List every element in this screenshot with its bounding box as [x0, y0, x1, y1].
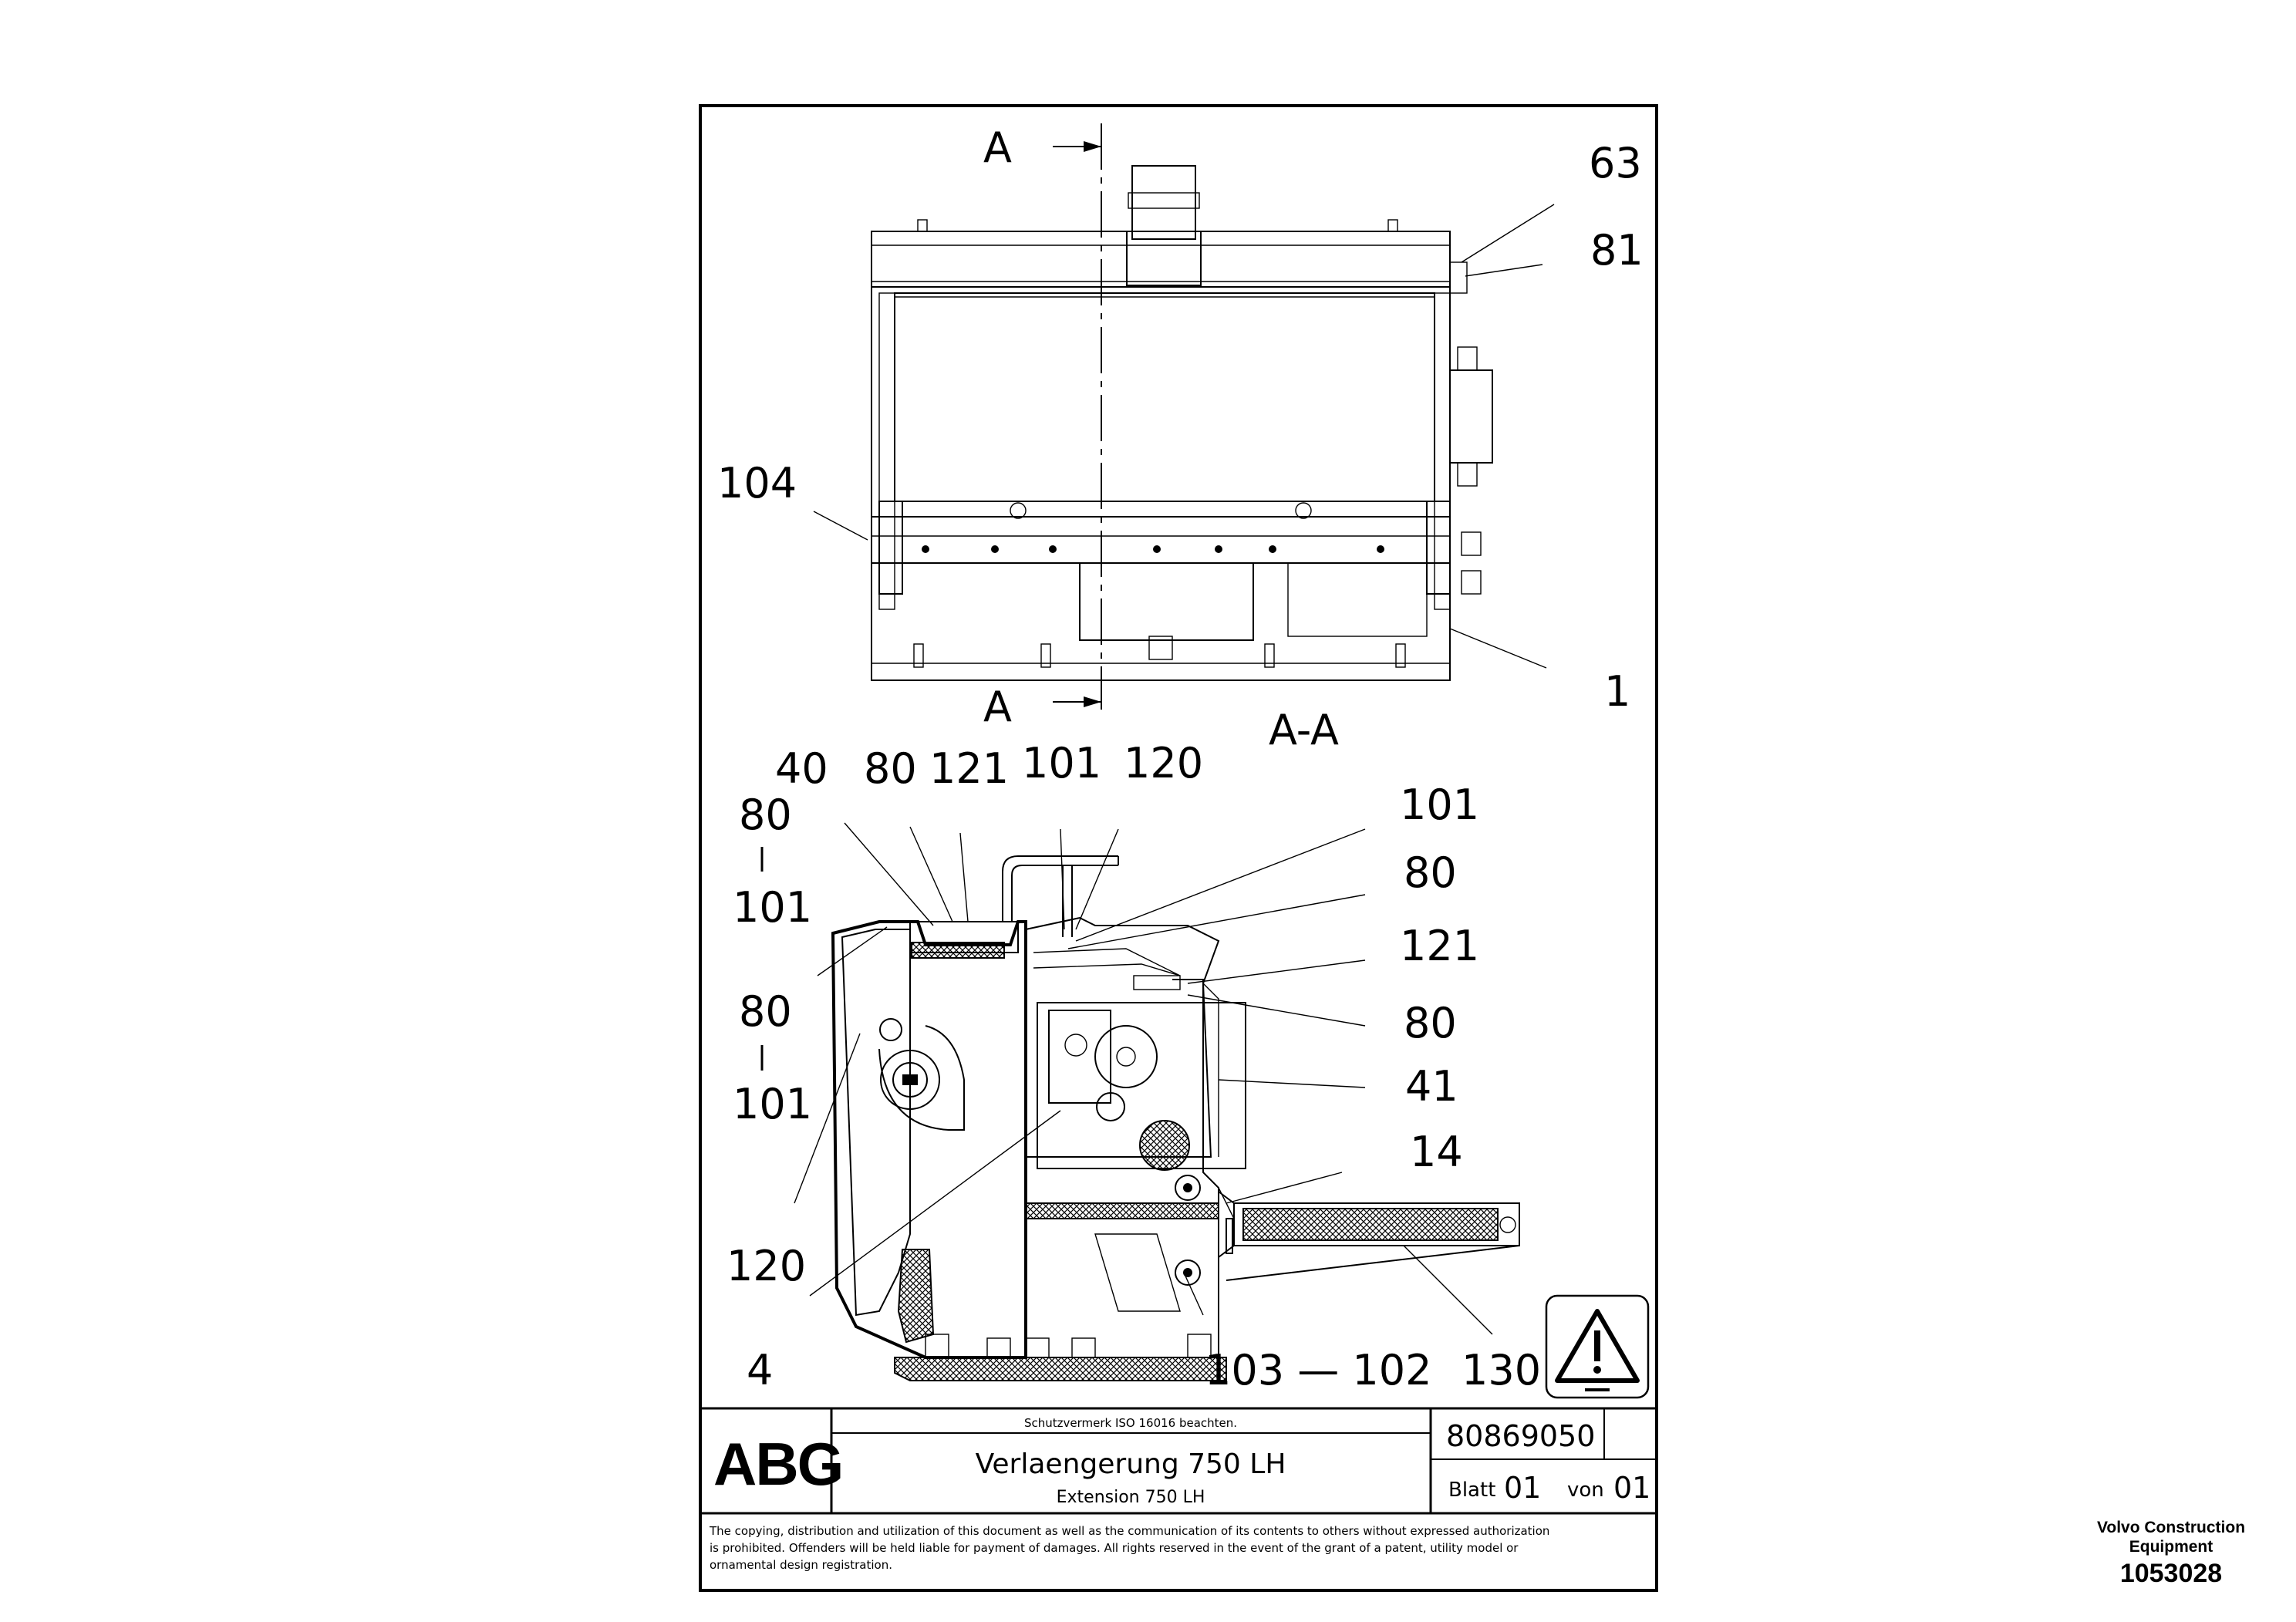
callout-80-101-bot-1: 80 [739, 987, 792, 1036]
callout-1: 1 [1604, 667, 1630, 716]
callout-120-a: 120 [1124, 739, 1203, 787]
title-block: ABG Schutzvermerk ISO 16016 beachten. Ve… [700, 1407, 1657, 1572]
callout-80-101-top-1: 80 [739, 791, 792, 839]
stamp-company-line2: Equipment [2129, 1538, 2213, 1556]
abg-logo: ABG [713, 1430, 842, 1498]
callout-121-b: 121 [1400, 922, 1479, 970]
callout-120-b: 120 [727, 1242, 806, 1290]
copyright-line-1: The copying, distribution and utilizatio… [709, 1524, 1549, 1538]
callout-81: 81 [1590, 226, 1644, 275]
sheet-total: 01 [1613, 1471, 1650, 1505]
callout-101-b: 101 [1400, 781, 1479, 829]
top-view [871, 123, 1493, 710]
callout-labels: A A A-A 63 81 104 1 40 80 121 101 120 80… [717, 123, 1644, 1394]
section-label: A-A [1269, 706, 1339, 754]
callout-103-102: 103 — 102 [1205, 1346, 1431, 1394]
callout-104: 104 [717, 459, 797, 508]
stamp-company-line1: Volvo Construction [2096, 1519, 2246, 1536]
callout-80-101-bot-2: 101 [733, 1080, 812, 1128]
top-view-leaders [813, 204, 1555, 669]
drawing-frame [699, 104, 1658, 1592]
protection-notice: Schutzvermerk ISO 16016 beachten. [1024, 1416, 1237, 1430]
drawing-number: 80869050 [1446, 1419, 1595, 1453]
callout-63: 63 [1589, 139, 1642, 187]
callout-130: 130 [1462, 1346, 1541, 1394]
callout-4: 4 [747, 1346, 773, 1394]
callout-80-b: 80 [1404, 848, 1457, 897]
section-view-leaders [794, 822, 1493, 1335]
callout-101-a: 101 [1022, 739, 1101, 787]
section-mark-bottom: A [983, 683, 1012, 731]
callout-80-c: 80 [1404, 999, 1457, 1047]
copyright-line-3: ornamental design registration. [710, 1558, 892, 1572]
stamp-number: 1053028 [2119, 1559, 2223, 1588]
callout-80-a: 80 [864, 744, 917, 793]
sheet-label: Blatt [1448, 1479, 1495, 1502]
callout-41: 41 [1405, 1062, 1458, 1111]
callout-14: 14 [1410, 1128, 1463, 1176]
callout-121-a: 121 [929, 744, 1009, 793]
section-mark-top: A [983, 123, 1012, 172]
copyright-line-2: is prohibited. Offenders will be held li… [710, 1541, 1519, 1555]
callout-40: 40 [775, 744, 828, 793]
sheet-number: 01 [1504, 1471, 1541, 1505]
title-english: Extension 750 LH [1057, 1488, 1205, 1507]
volvo-stamp: Volvo Construction Equipment 1053028 [2082, 1518, 2260, 1590]
section-view [831, 855, 1520, 1381]
warning-triangle-icon [1545, 1294, 1650, 1399]
callout-80-101-top-2: 101 [733, 883, 812, 932]
of-label: von [1567, 1479, 1604, 1502]
title-german: Verlaengerung 750 LH [976, 1448, 1286, 1480]
